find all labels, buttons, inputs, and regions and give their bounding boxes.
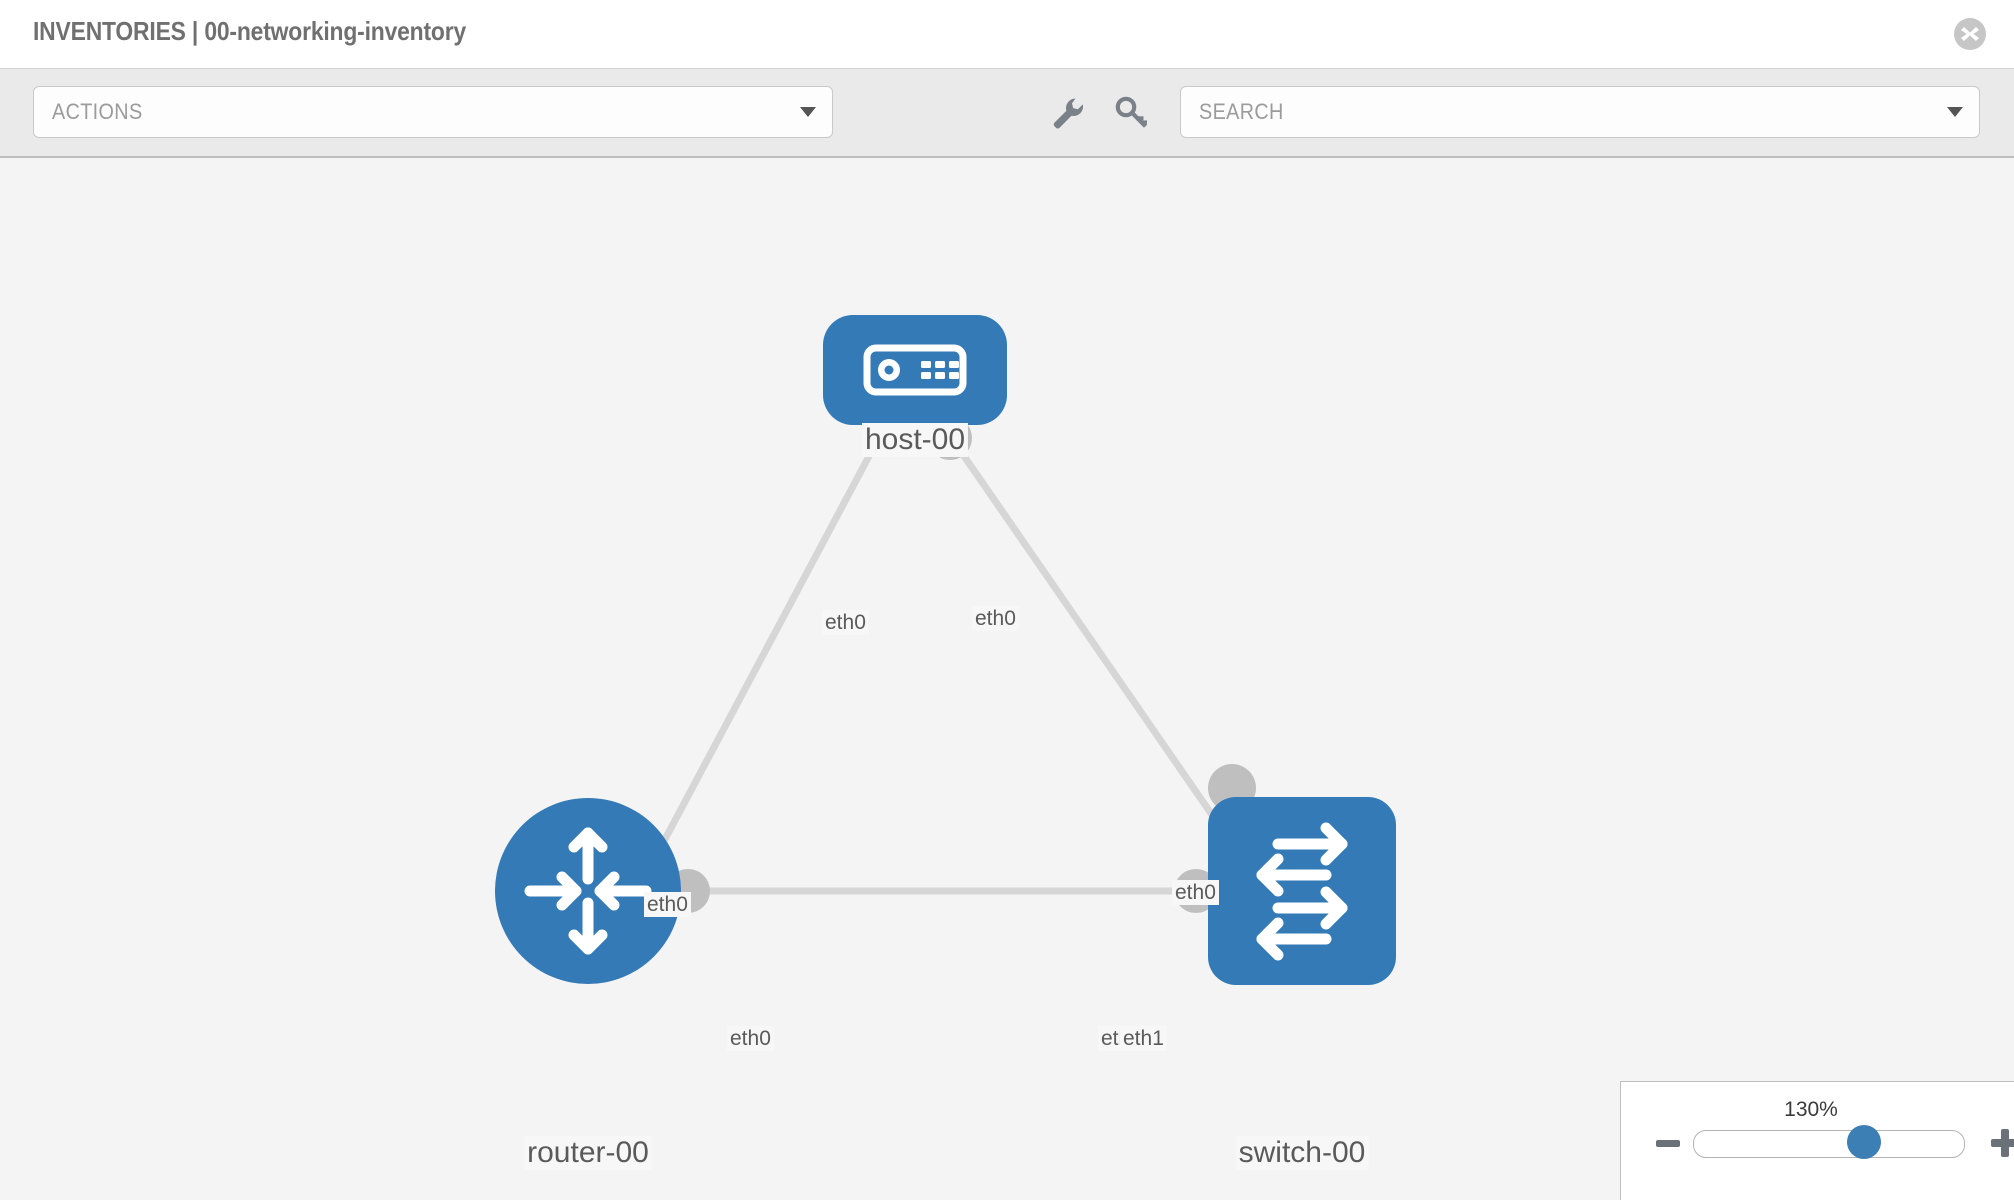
- search-placeholder: SEARCH: [1199, 99, 1284, 124]
- wrench-icon[interactable]: [1048, 93, 1086, 131]
- router-arrows-icon: [524, 827, 652, 955]
- edge-port-label: eth0: [644, 892, 691, 917]
- node-label-switch-00: switch-00: [1235, 1136, 1369, 1170]
- zoom-slider[interactable]: [1693, 1125, 1965, 1159]
- edge-host00-router00[interactable]: [651, 441, 880, 860]
- edge-port-label: eth0: [1172, 880, 1219, 905]
- page-header: INVENTORIES | 00-networking-inventory: [0, 0, 2014, 68]
- node-router-00[interactable]: [495, 798, 681, 984]
- zoom-in-icon[interactable]: [1991, 1129, 2014, 1157]
- server-icon: [863, 344, 967, 396]
- node-label-router-00: router-00: [524, 1136, 652, 1170]
- edge-port-label: eth0: [822, 610, 869, 635]
- edge-host00-switch00[interactable]: [952, 441, 1231, 840]
- node-host-00[interactable]: [823, 315, 1007, 425]
- zoom-out-icon[interactable]: [1656, 1140, 1680, 1147]
- zoom-level-label: 130%: [1784, 1098, 1838, 1121]
- zoom-control-panel: 130%: [1620, 1081, 2014, 1200]
- topology-graph: [495, 315, 1396, 985]
- key-icon[interactable]: [1113, 93, 1151, 131]
- actions-dropdown-label: ACTIONS: [52, 99, 143, 124]
- node-label-host-00: host-00: [861, 423, 969, 457]
- topology-canvas[interactable]: host-00 router-00 switch-00 eth0 eth0 et…: [0, 158, 2014, 1200]
- actions-dropdown[interactable]: ACTIONS: [33, 86, 833, 138]
- edge-port-label: eth1: [1120, 1026, 1167, 1051]
- topology-edges: [651, 441, 1231, 895]
- chevron-down-icon: [1947, 107, 1963, 117]
- switch-arrows-icon: [1256, 822, 1348, 961]
- search-input[interactable]: SEARCH: [1180, 86, 1980, 138]
- edge-port-label: eth0: [972, 606, 1019, 631]
- close-icon[interactable]: [1954, 18, 1986, 50]
- node-switch-00[interactable]: [1208, 797, 1396, 985]
- page-title: INVENTORIES | 00-networking-inventory: [33, 16, 467, 46]
- chevron-down-icon: [800, 107, 816, 117]
- zoom-slider-thumb[interactable]: [1847, 1125, 1882, 1159]
- toolbar: ACTIONS SEARCH: [0, 68, 2014, 158]
- edge-port-label: eth0: [727, 1026, 774, 1051]
